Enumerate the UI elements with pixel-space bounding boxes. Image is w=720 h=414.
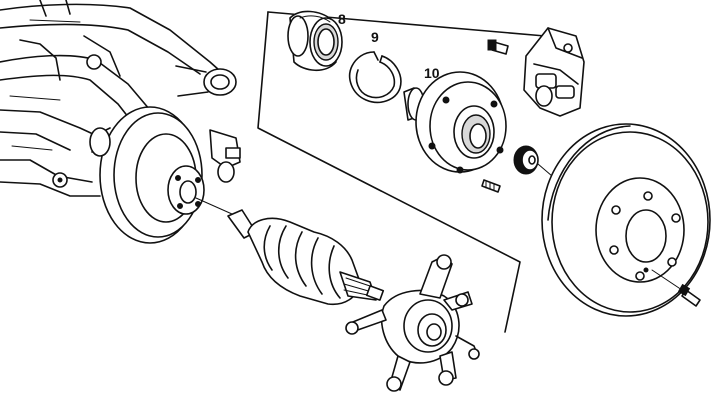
brake-disc bbox=[541, 123, 711, 317]
brake-drum-backing bbox=[89, 106, 241, 244]
circlip-ring bbox=[348, 51, 402, 104]
callout-10: 10 bbox=[424, 65, 440, 81]
callout-9: 9 bbox=[371, 29, 379, 45]
wheel-carrier bbox=[345, 254, 480, 392]
callout-labels: 8 9 10 bbox=[338, 11, 440, 81]
rear-axle-frame bbox=[0, 0, 237, 197]
callout-8: 8 bbox=[338, 11, 346, 27]
wheel-hub-flange bbox=[403, 71, 553, 193]
brake-caliper bbox=[487, 27, 585, 117]
drive-shaft bbox=[195, 197, 385, 306]
wheel-bearing bbox=[287, 10, 343, 72]
